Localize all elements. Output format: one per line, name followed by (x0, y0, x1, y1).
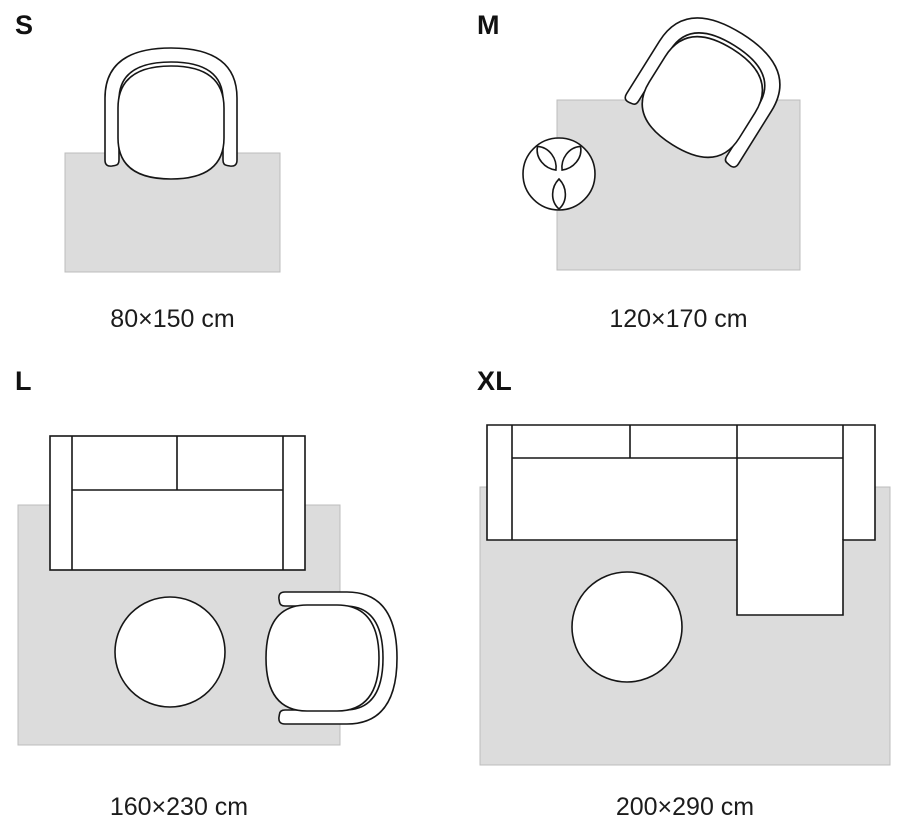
coffee-table-icon (114, 596, 226, 708)
panel-l-label: L (15, 366, 32, 396)
coffee-table-icon (571, 571, 683, 683)
panel-l-illustration (17, 435, 398, 746)
panel-s-label: S (15, 10, 34, 40)
panel-s-illustration (64, 47, 281, 273)
panel-m-size: 120×170 cm (609, 305, 748, 333)
panel-s-size: 80×150 cm (110, 305, 235, 333)
sectional-sofa-icon (486, 424, 876, 616)
panel-m-label: M (477, 10, 500, 40)
panel-xl-label: XL (477, 366, 513, 396)
panel-l-size: 160×230 cm (109, 793, 249, 821)
sofa-icon (49, 435, 306, 571)
panel-xl-illustration (479, 424, 891, 766)
panel-m-illustration (522, 0, 801, 271)
plant-icon (522, 137, 596, 211)
panel-xl-size: 200×290 cm (615, 793, 755, 821)
armchair-icon (104, 47, 238, 180)
armchair-icon (265, 591, 398, 725)
